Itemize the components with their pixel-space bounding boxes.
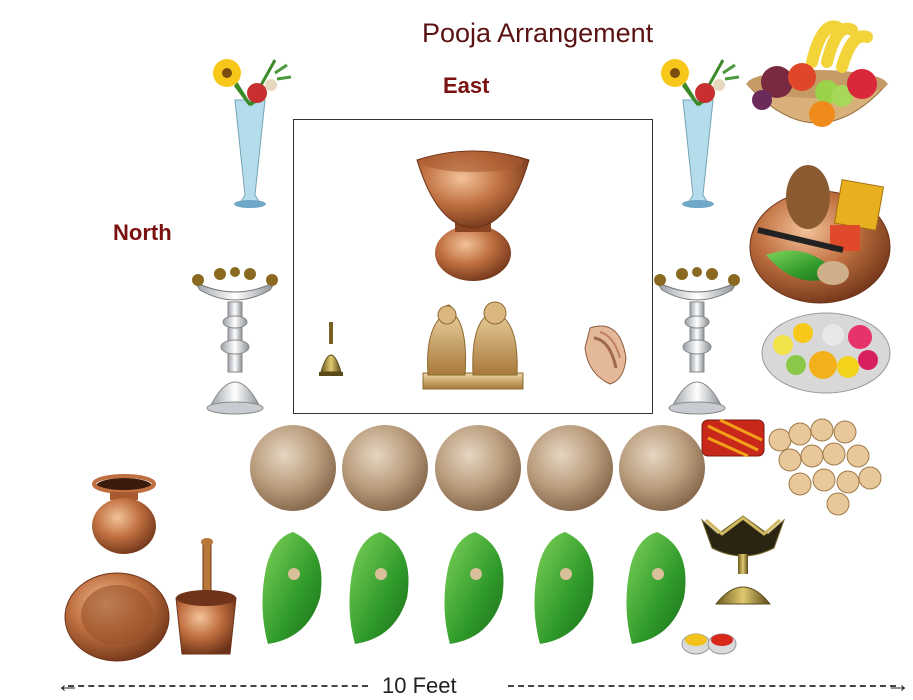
- copper-kalash-icon: [415, 148, 535, 283]
- idol-icon: [413, 285, 531, 393]
- copper-vessel-icon: [62, 570, 172, 665]
- flower-plate-icon: [758, 305, 893, 395]
- flower-vase-icon: [205, 45, 295, 210]
- betel-leaf-icon: [530, 528, 600, 648]
- offering-plate-icon: [748, 155, 893, 305]
- brass-lamp-icon: [652, 262, 742, 417]
- coconut-icon: [433, 423, 523, 513]
- betel-leaf-icon: [258, 528, 328, 648]
- scale-dashed-line: [508, 685, 896, 687]
- scale-label: 10 Feet: [382, 673, 457, 699]
- betel-nuts-icon: [700, 408, 885, 518]
- copper-vessel-icon: [88, 474, 160, 556]
- betel-leaf-icon: [345, 528, 415, 648]
- page-title: Pooja Arrangement: [422, 18, 653, 49]
- conch-icon: [580, 318, 630, 388]
- scale-dashed-line: [68, 685, 368, 687]
- copper-vessel-icon: [172, 536, 240, 660]
- fruit-bowl-icon: [742, 22, 892, 147]
- bell-icon: [318, 320, 344, 380]
- flower-vase-icon: [653, 45, 743, 210]
- direction-east-label: East: [443, 73, 489, 99]
- scale-indicator: ← 10 Feet →: [56, 674, 908, 698]
- kumkum-turmeric-icon: [680, 622, 740, 664]
- betel-leaf-icon: [440, 528, 510, 648]
- coconut-icon: [248, 423, 338, 513]
- direction-north-label: North: [113, 220, 172, 246]
- brass-lamp-icon: [190, 262, 280, 417]
- coconut-icon: [525, 423, 615, 513]
- coconut-icon: [340, 423, 430, 513]
- diya-icon: [698, 512, 788, 610]
- right-arrow-icon: →: [886, 671, 910, 699]
- coconut-icon: [617, 423, 707, 513]
